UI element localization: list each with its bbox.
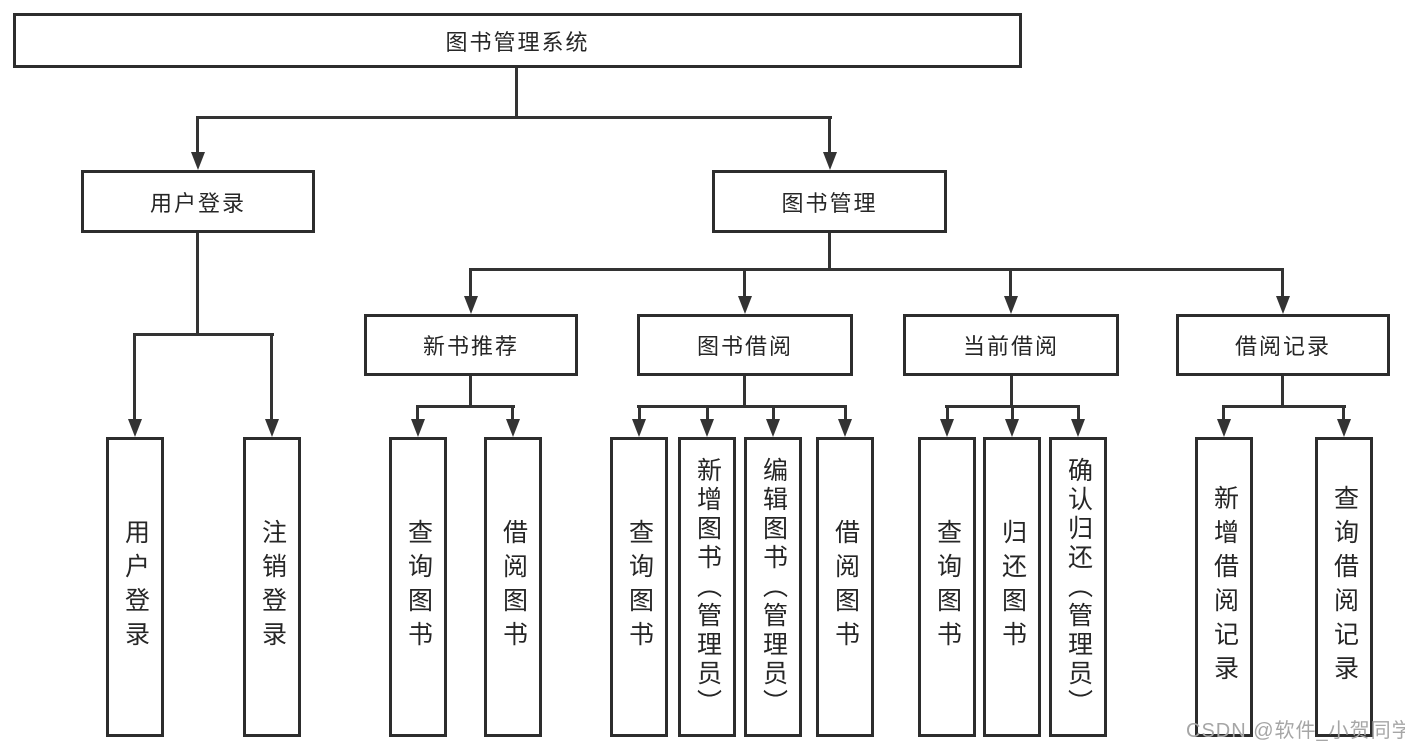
connector-line: [638, 405, 641, 421]
leaf-borrow-books-recommend-label: 借阅图书: [499, 519, 528, 655]
connector-line: [196, 233, 199, 336]
leaf-return-books: 归还图书: [983, 437, 1041, 737]
leaf-add-books-admin: 新增图书（管理员）: [678, 437, 736, 737]
arrowhead-icon: [700, 419, 714, 437]
leaf-edit-books-admin-label: 编辑图书（管理员）: [759, 456, 788, 718]
arrowhead-icon: [738, 296, 752, 314]
node-current-borrowing: 当前借阅: [903, 314, 1119, 376]
arrowhead-icon: [265, 419, 279, 437]
connector-line: [469, 268, 1284, 271]
leaf-query-books-borrowing: 查询图书: [610, 437, 668, 737]
node-new-book-recommend-label: 新书推荐: [422, 334, 519, 359]
connector-line: [1009, 268, 1012, 298]
leaf-return-books-label: 归还图书: [998, 519, 1027, 655]
connector-line: [844, 405, 847, 421]
leaf-query-books-borrowing-label: 查询图书: [625, 519, 654, 655]
connector-line: [196, 116, 832, 119]
connector-line: [1281, 376, 1284, 408]
leaf-user-login: 用户登录: [106, 437, 164, 737]
arrowhead-icon: [1005, 419, 1019, 437]
connector-line: [828, 116, 831, 154]
arrowhead-icon: [632, 419, 646, 437]
connector-line: [196, 116, 199, 154]
arrowhead-icon: [411, 419, 425, 437]
leaf-borrow-books-recommend: 借阅图书: [484, 437, 542, 737]
connector-line: [828, 233, 831, 271]
connector-line: [133, 333, 274, 336]
node-borrowing-records: 借阅记录: [1176, 314, 1390, 376]
connector-line: [637, 405, 847, 408]
connector-line: [706, 405, 709, 421]
leaf-confirm-return-admin-label: 确认归还（管理员）: [1064, 456, 1093, 718]
arrowhead-icon: [1217, 419, 1231, 437]
arrowhead-icon: [1071, 419, 1085, 437]
connector-line: [1077, 405, 1080, 421]
node-current-borrowing-label: 当前借阅: [962, 334, 1059, 359]
arrowhead-icon: [766, 419, 780, 437]
connector-line: [1011, 405, 1014, 421]
connector-line: [1342, 405, 1345, 421]
connector-line: [1010, 376, 1013, 408]
arrowhead-icon: [1337, 419, 1351, 437]
node-book-borrowing: 图书借阅: [637, 314, 853, 376]
connector-line: [133, 333, 136, 420]
connector-line: [772, 405, 775, 421]
csdn-watermark: CSDN @软件_小贺同学: [1186, 720, 1405, 742]
arrowhead-icon: [838, 419, 852, 437]
arrowhead-icon: [191, 152, 205, 170]
arrowhead-icon: [128, 419, 142, 437]
leaf-confirm-return-admin: 确认归还（管理员）: [1049, 437, 1107, 737]
leaf-logout-label: 注销登录: [258, 519, 287, 655]
arrowhead-icon: [823, 152, 837, 170]
leaf-query-borrow-record-label: 查询借阅记录: [1330, 485, 1359, 689]
arrowhead-icon: [464, 296, 478, 314]
node-new-book-recommend: 新书推荐: [364, 314, 578, 376]
node-root-label: 图书管理系统: [445, 29, 590, 55]
node-root: 图书管理系统: [13, 13, 1022, 68]
connector-line: [1222, 405, 1225, 421]
node-user-login: 用户登录: [81, 170, 315, 233]
connector-line: [1222, 405, 1346, 408]
leaf-query-books-current: 查询图书: [918, 437, 976, 737]
leaf-query-books-recommend-label: 查询图书: [404, 519, 433, 655]
leaf-user-login-label: 用户登录: [121, 519, 150, 655]
arrowhead-icon: [506, 419, 520, 437]
connector-line: [469, 268, 472, 298]
leaf-query-borrow-record: 查询借阅记录: [1315, 437, 1373, 737]
leaf-borrow-books-borrowing: 借阅图书: [816, 437, 874, 737]
connector-line: [743, 376, 746, 408]
leaf-query-books-recommend: 查询图书: [389, 437, 447, 737]
leaf-query-books-current-label: 查询图书: [933, 519, 962, 655]
arrowhead-icon: [940, 419, 954, 437]
connector-line: [946, 405, 949, 421]
leaf-add-borrow-record: 新增借阅记录: [1195, 437, 1253, 737]
arrowhead-icon: [1276, 296, 1290, 314]
node-book-management: 图书管理: [712, 170, 947, 233]
leaf-add-borrow-record-label: 新增借阅记录: [1210, 485, 1239, 689]
connector-line: [515, 68, 518, 118]
node-borrowing-records-label: 借阅记录: [1234, 334, 1331, 359]
node-user-login-label: 用户登录: [149, 190, 246, 216]
connector-line: [270, 333, 273, 420]
leaf-borrow-books-borrowing-label: 借阅图书: [831, 519, 860, 655]
connector-line: [511, 405, 514, 421]
connector-line: [416, 405, 419, 421]
connector-line: [416, 405, 515, 408]
node-book-borrowing-label: 图书借阅: [696, 334, 793, 359]
arrowhead-icon: [1004, 296, 1018, 314]
connector-line: [469, 376, 472, 408]
connector-line: [1281, 268, 1284, 298]
leaf-logout: 注销登录: [243, 437, 301, 737]
leaf-edit-books-admin: 编辑图书（管理员）: [744, 437, 802, 737]
leaf-add-books-admin-label: 新增图书（管理员）: [693, 456, 722, 718]
connector-line: [743, 268, 746, 298]
node-book-management-label: 图书管理: [781, 190, 878, 216]
